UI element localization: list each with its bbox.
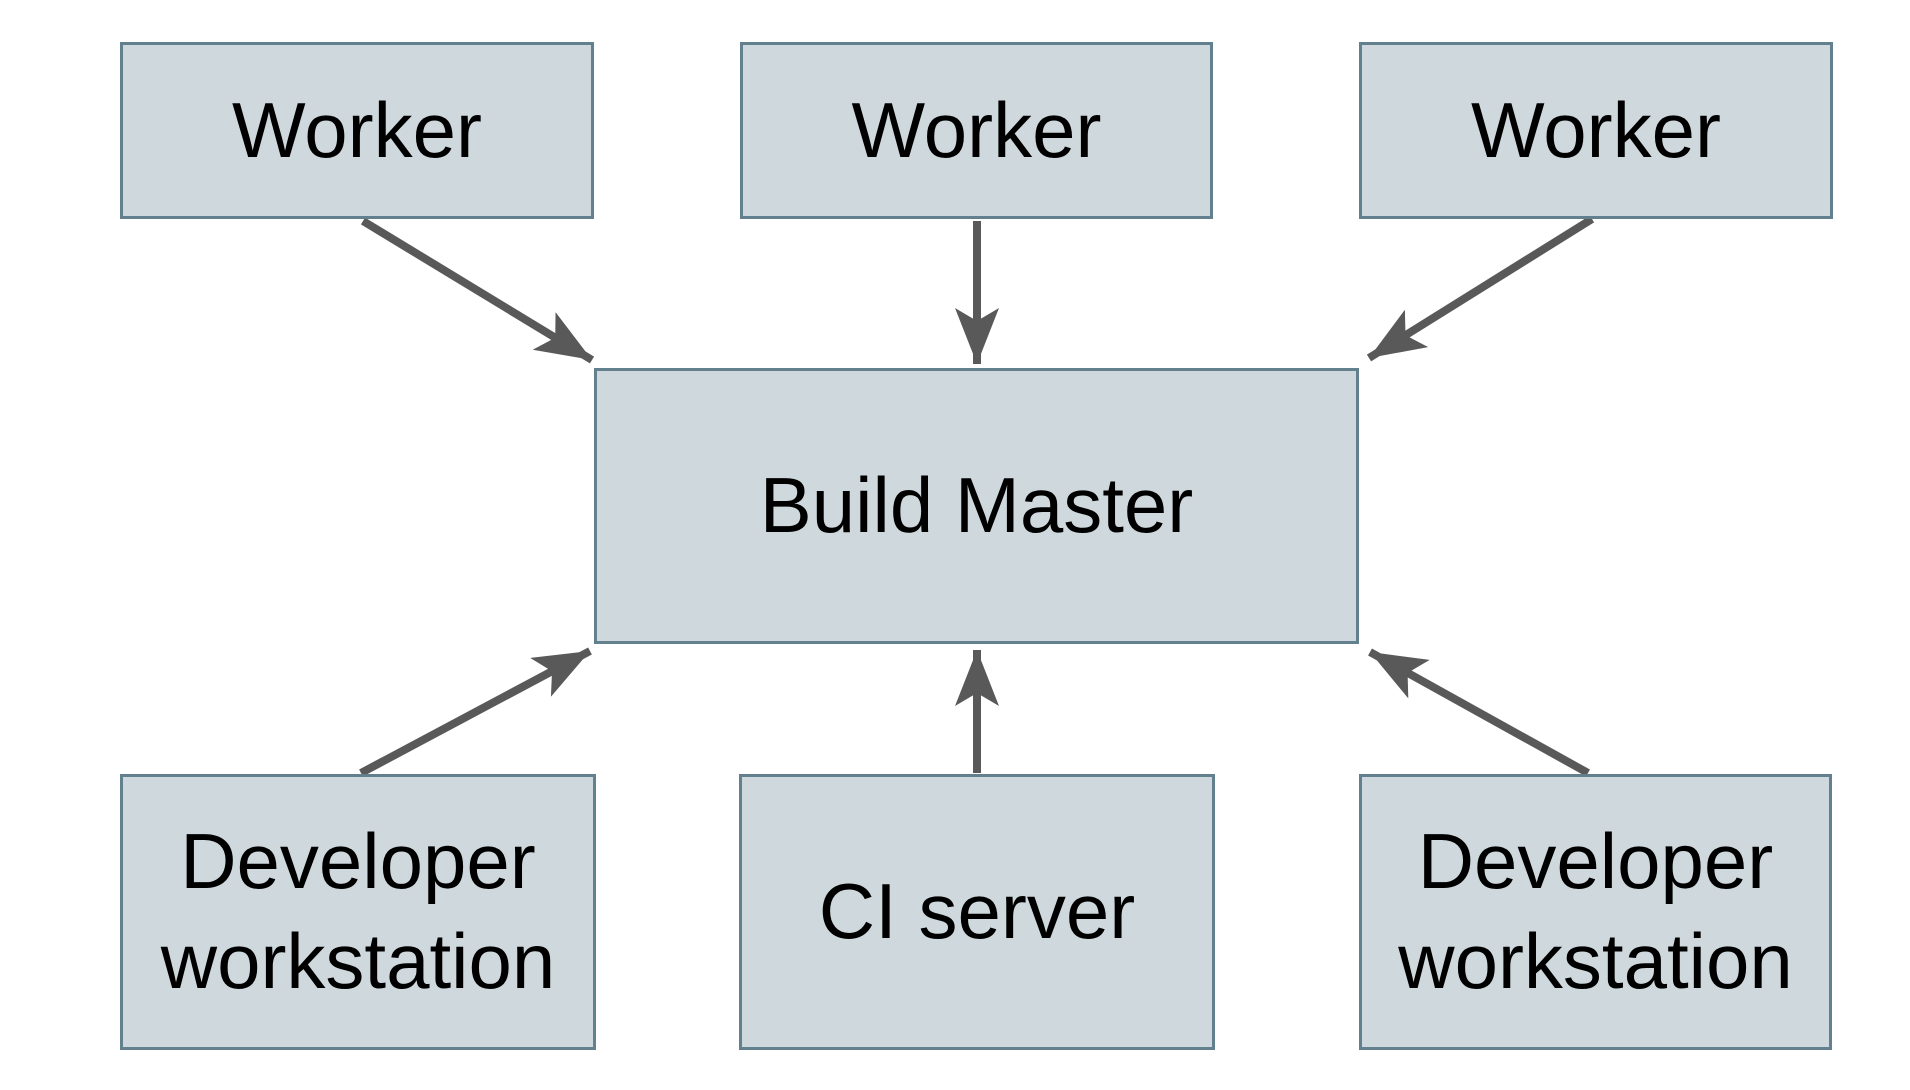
arrow-dev-ws-right-to-build-master [1368, 648, 1590, 777]
node-ci-server: CI server [739, 774, 1215, 1050]
node-developer-workstation-right: Developer workstation [1359, 774, 1832, 1050]
node-ci-server-label: CI server [818, 867, 1136, 956]
node-worker-3-label: Worker [1471, 85, 1721, 174]
node-build-master: Build Master [594, 368, 1359, 644]
node-worker-3: Worker [1359, 42, 1833, 219]
node-worker-1-label: Worker [232, 85, 482, 174]
node-worker-1: Worker [120, 42, 594, 219]
arrow-dev-ws-left-to-build-master [359, 647, 592, 777]
node-build-master-label: Build Master [759, 461, 1194, 550]
arrow-worker3-to-build-master [1366, 215, 1595, 362]
node-developer-workstation-left: Developer workstation [120, 774, 596, 1050]
node-worker-2-label: Worker [851, 85, 1102, 174]
node-developer-workstation-right-label: Developer workstation [1398, 817, 1793, 1005]
node-worker-2: Worker [740, 42, 1213, 219]
node-developer-workstation-left-label: Developer workstation [160, 817, 556, 1005]
arrow-worker1-to-build-master [360, 217, 595, 364]
